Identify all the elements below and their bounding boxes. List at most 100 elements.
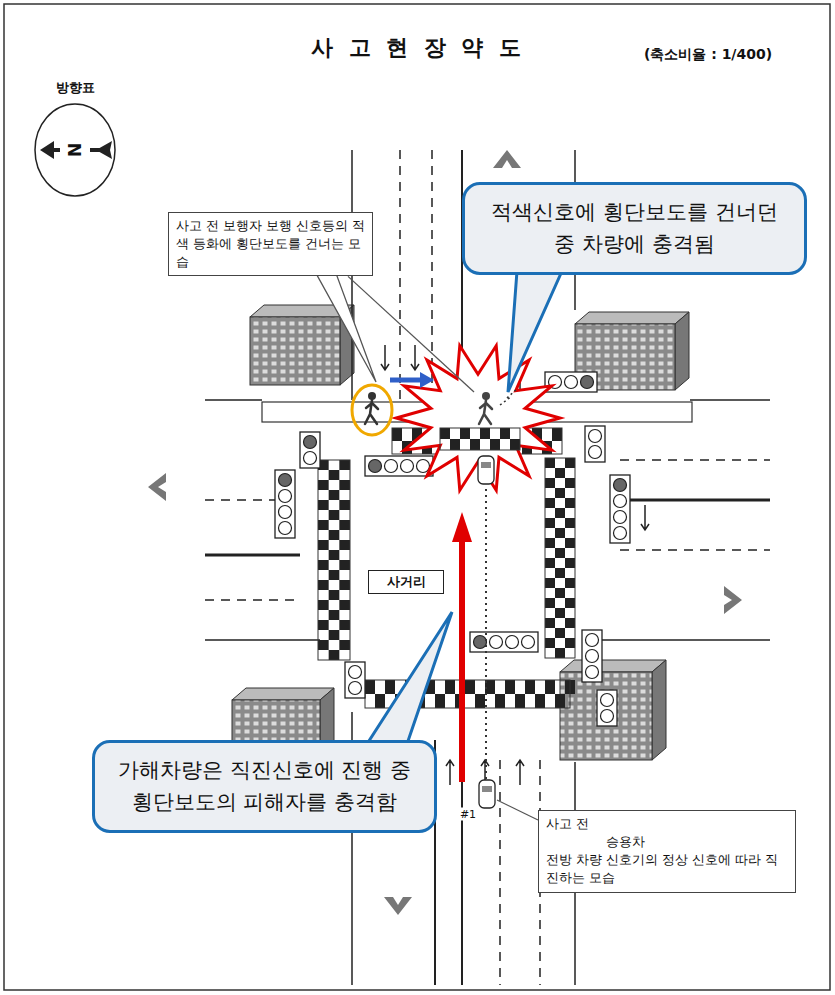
crosswalk-stripe xyxy=(470,439,480,450)
crosswalk-stripe xyxy=(500,428,510,439)
crosswalk-stripe xyxy=(339,480,350,490)
pedestrian xyxy=(365,392,378,424)
crosswalk-stripe xyxy=(385,680,395,694)
signal-lamp xyxy=(614,527,627,540)
crosswalk-stripe xyxy=(465,680,475,694)
crosswalk-stripe xyxy=(565,598,575,608)
crosswalk-stripe xyxy=(555,694,565,708)
leader-line xyxy=(348,276,474,392)
callout-pointer xyxy=(508,271,562,392)
direction-chevron xyxy=(724,586,742,614)
signal-lamp xyxy=(506,636,519,649)
traffic-light xyxy=(582,630,602,682)
lane-line xyxy=(499,760,501,985)
crosswalk-stripe xyxy=(490,439,500,450)
impact-star xyxy=(396,346,560,490)
car xyxy=(478,456,494,484)
building-side xyxy=(652,660,666,760)
crosswalk-stripe xyxy=(435,694,445,708)
crosswalk-outline xyxy=(440,428,520,450)
crosswalk xyxy=(318,460,350,660)
crosswalk-stripe xyxy=(440,428,450,439)
crosswalk-stripe xyxy=(329,610,340,620)
crosswalk-stripe xyxy=(339,540,350,550)
chevron-shape xyxy=(724,586,742,614)
crosswalk-stripe xyxy=(329,550,340,560)
compass-label: 방향표 xyxy=(54,79,97,97)
traffic-light-housing xyxy=(470,632,538,652)
signal-lamp xyxy=(586,650,599,663)
signal-lamp xyxy=(589,430,602,443)
traffic-light xyxy=(275,470,295,538)
signal-lamp xyxy=(586,666,599,679)
crosswalk-stripe xyxy=(495,694,505,708)
crosswalk-stripe xyxy=(545,498,555,508)
crosswalk-stripe xyxy=(545,478,555,488)
crosswalk-stripe xyxy=(565,558,575,568)
crosswalk-stripe xyxy=(545,638,555,648)
red-arrowhead xyxy=(452,512,472,542)
crosswalk-stripe xyxy=(545,598,555,608)
crosswalk-stripe xyxy=(339,500,350,510)
signal-lamp xyxy=(601,710,614,723)
crosswalk-stripe xyxy=(555,568,565,578)
signal-lamp xyxy=(349,666,362,679)
crosswalk-stripe xyxy=(339,460,350,470)
signal-lamp xyxy=(522,636,535,649)
lane-line xyxy=(399,150,401,400)
compass-arrowhead xyxy=(40,141,54,159)
road-edge xyxy=(600,639,770,641)
traffic-light xyxy=(585,426,605,462)
crosswalk-stripe xyxy=(555,608,565,618)
node-text: 사거리 xyxy=(375,573,437,591)
note-box: 사고 전승용차전방 차량 신호기의 정상 신호에 따라 직진하는 모습 xyxy=(538,810,796,893)
crosswalk-stripe xyxy=(329,490,340,500)
crosswalk-stripe xyxy=(318,500,329,510)
crosswalk-stripe xyxy=(505,680,515,694)
crosswalk-stripe xyxy=(555,468,565,478)
lane-line xyxy=(620,459,770,461)
building-front xyxy=(575,324,675,390)
traffic-light-housing xyxy=(365,456,433,476)
traffic-light xyxy=(545,372,597,392)
signal-lamp xyxy=(385,460,398,473)
crosswalk-stripe xyxy=(565,618,575,628)
crosswalk-stripe xyxy=(565,578,575,588)
crosswalk-stripe xyxy=(365,680,375,694)
crosswalk-stripe xyxy=(545,578,555,588)
crosswalk-stripe xyxy=(555,528,565,538)
crosswalk-stripe xyxy=(525,680,535,694)
title: 사 고 현 장 약 도 xyxy=(311,33,525,63)
pedestrian-body xyxy=(365,400,378,424)
crosswalk-stripe xyxy=(329,570,340,580)
crosswalk-stripe xyxy=(555,508,565,518)
vehicle-path xyxy=(485,485,487,785)
car-windshield xyxy=(482,786,492,792)
signal-lamp xyxy=(581,376,594,389)
compass-tail xyxy=(96,141,112,159)
crosswalk-stripe xyxy=(329,590,340,600)
signal-lamp xyxy=(279,474,292,487)
crosswalk-stripe xyxy=(545,538,555,548)
lane-line xyxy=(205,599,300,601)
crosswalk-stripe xyxy=(329,530,340,540)
center-line xyxy=(205,554,300,557)
crosswalk xyxy=(440,428,520,450)
lane-arrow xyxy=(641,505,649,530)
car xyxy=(479,780,495,808)
direction-chevron xyxy=(384,897,412,915)
node-text: 사고 전 보행자 보행 신호등의 적색 등화에 횡단보도를 건너는 모습 xyxy=(176,217,365,271)
chevron-shape xyxy=(493,150,521,168)
chevron-shape xyxy=(148,473,166,501)
crosswalk-stripe xyxy=(555,488,565,498)
building-front xyxy=(250,317,340,385)
crosswalk-stripe xyxy=(565,518,575,528)
node-text: 사고 전 xyxy=(546,815,788,833)
traffic-light-housing xyxy=(597,690,617,726)
building-roof xyxy=(560,660,666,672)
compass-circle xyxy=(35,104,115,196)
signal-lamp xyxy=(614,479,627,492)
traffic-light-housing xyxy=(345,662,365,698)
crosswalk-stripe xyxy=(339,560,350,570)
